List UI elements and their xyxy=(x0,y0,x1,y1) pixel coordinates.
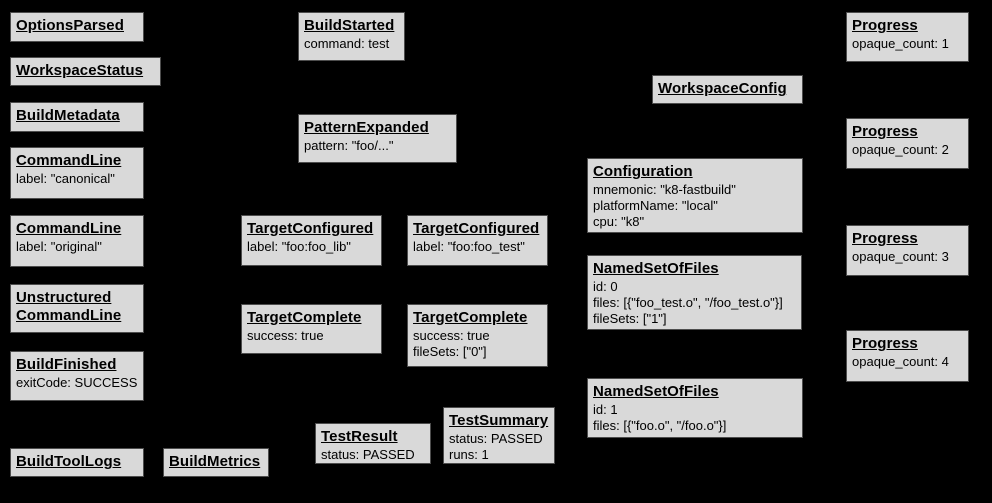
event-node-title: TargetConfigured xyxy=(247,220,374,237)
build-tool-logs-node: BuildToolLogs xyxy=(10,448,144,477)
event-node-title: BuildMetadata xyxy=(16,107,120,124)
event-node-attributes: opaque_count: 1 xyxy=(852,36,963,52)
event-node-attribute: files: [{"foo.o", "/foo.o"}] xyxy=(593,418,727,433)
event-node-attribute: pattern: "foo/..." xyxy=(304,138,394,153)
event-node-attribute: status: PASSED xyxy=(321,447,415,462)
event-node-attribute: cpu: "k8" xyxy=(593,214,645,229)
event-node-attribute: command: test xyxy=(304,36,390,51)
event-node-attribute: opaque_count: 3 xyxy=(852,249,949,264)
event-node-attributes: mnemonic: "k8-fastbuild"platformName: "l… xyxy=(593,182,797,230)
unstructured-command-line-node: Unstructured CommandLine xyxy=(10,284,144,333)
event-node-title: Progress xyxy=(852,335,918,352)
command-line-original-node: CommandLine label: "original" xyxy=(10,215,144,267)
test-result-node: TestResult status: PASSED xyxy=(315,423,431,464)
event-node-attribute: label: "foo:foo_test" xyxy=(413,239,525,254)
workspace-status-node: WorkspaceStatus xyxy=(10,57,161,86)
target-complete-foo-lib-node: TargetComplete success: true xyxy=(241,304,382,354)
build-finished-node: BuildFinished exitCode: SUCCESS xyxy=(10,351,144,401)
event-node-attribute: exitCode: SUCCESS xyxy=(16,375,138,390)
event-node-attributes: success: true xyxy=(247,328,376,344)
options-parsed-node: OptionsParsed xyxy=(10,12,144,42)
event-node-attributes: opaque_count: 2 xyxy=(852,142,963,158)
event-node-attributes: label: "foo:foo_test" xyxy=(413,239,542,255)
event-node-attribute: id: 0 xyxy=(593,279,618,294)
event-node-title: Unstructured CommandLine xyxy=(16,289,122,324)
event-node-attributes: status: PASSED xyxy=(321,447,425,463)
event-node-attribute: fileSets: ["0"] xyxy=(413,344,487,359)
event-node-attribute: opaque_count: 2 xyxy=(852,142,949,157)
event-node-title: CommandLine xyxy=(16,152,122,169)
event-node-title: BuildMetrics xyxy=(169,453,261,470)
configuration-node: Configuration mnemonic: "k8-fastbuild"pl… xyxy=(587,158,803,233)
event-node-title: BuildToolLogs xyxy=(16,453,122,470)
pattern-expanded-node: PatternExpanded pattern: "foo/..." xyxy=(298,114,457,163)
event-node-attribute: label: "foo:foo_lib" xyxy=(247,239,351,254)
event-node-attribute: opaque_count: 1 xyxy=(852,36,949,51)
event-node-attribute: platformName: "local" xyxy=(593,198,718,213)
target-configured-foo-test-node: TargetConfigured label: "foo:foo_test" xyxy=(407,215,548,266)
event-node-title: WorkspaceStatus xyxy=(16,62,144,79)
workspace-config-node: WorkspaceConfig xyxy=(652,75,803,104)
event-node-attributes: pattern: "foo/..." xyxy=(304,138,451,154)
event-node-title: Progress xyxy=(852,123,918,140)
event-node-attribute: label: "canonical" xyxy=(16,171,115,186)
event-node-title: BuildFinished xyxy=(16,356,117,373)
event-node-title: PatternExpanded xyxy=(304,119,429,136)
event-node-title: TargetComplete xyxy=(247,309,362,326)
event-node-title: TestResult xyxy=(321,428,398,445)
progress-3-node: Progress opaque_count: 3 xyxy=(846,225,969,276)
event-node-attributes: label: "original" xyxy=(16,239,138,255)
build-metrics-node: BuildMetrics xyxy=(163,448,269,477)
event-node-attribute: success: true xyxy=(247,328,324,343)
event-node-title: CommandLine xyxy=(16,220,122,237)
target-configured-foo-lib-node: TargetConfigured label: "foo:foo_lib" xyxy=(241,215,382,266)
event-node-title: BuildStarted xyxy=(304,17,395,34)
event-node-title: WorkspaceConfig xyxy=(658,80,787,97)
event-node-title: NamedSetOfFiles xyxy=(593,260,719,277)
event-node-title: Progress xyxy=(852,17,918,34)
event-node-attributes: label: "canonical" xyxy=(16,171,138,187)
event-node-attribute: status: PASSED xyxy=(449,431,543,446)
build-metadata-node: BuildMetadata xyxy=(10,102,144,132)
progress-1-node: Progress opaque_count: 1 xyxy=(846,12,969,62)
event-node-attributes: exitCode: SUCCESS xyxy=(16,375,138,391)
event-node-title: TestSummary xyxy=(449,412,549,429)
event-node-title: TargetComplete xyxy=(413,309,528,326)
event-node-title: TargetConfigured xyxy=(413,220,540,237)
event-node-attribute: id: 1 xyxy=(593,402,618,417)
command-line-canonical-node: CommandLine label: "canonical" xyxy=(10,147,144,199)
progress-4-node: Progress opaque_count: 4 xyxy=(846,330,969,382)
event-node-title: NamedSetOfFiles xyxy=(593,383,719,400)
event-node-attributes: opaque_count: 4 xyxy=(852,354,963,370)
event-node-attributes: label: "foo:foo_lib" xyxy=(247,239,376,255)
event-node-attribute: success: true xyxy=(413,328,490,343)
event-node-attributes: opaque_count: 3 xyxy=(852,249,963,265)
event-node-title: Configuration xyxy=(593,163,693,180)
build-started-node: BuildStarted command: test xyxy=(298,12,405,61)
event-node-title: OptionsParsed xyxy=(16,17,124,34)
event-node-attribute: opaque_count: 4 xyxy=(852,354,949,369)
event-node-attribute: fileSets: ["1"] xyxy=(593,311,667,326)
event-node-attribute: label: "original" xyxy=(16,239,102,254)
event-node-attribute: runs: 1 xyxy=(449,447,489,462)
event-node-title: Progress xyxy=(852,230,918,247)
event-node-attributes: command: test xyxy=(304,36,399,52)
event-node-attribute: mnemonic: "k8-fastbuild" xyxy=(593,182,736,197)
progress-2-node: Progress opaque_count: 2 xyxy=(846,118,969,169)
event-node-attribute: files: [{"foo_test.o", "/foo_test.o"}] xyxy=(593,295,783,310)
